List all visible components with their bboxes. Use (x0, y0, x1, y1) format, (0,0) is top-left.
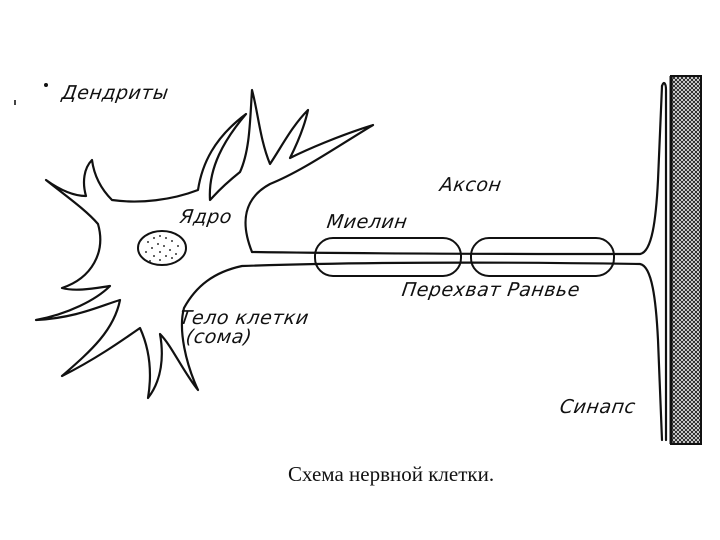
figure-caption: Схема нервной клетки. (288, 462, 495, 486)
nucleus-shape (137, 230, 187, 266)
speck-mark-left (14, 100, 16, 105)
axon-terminal (660, 81, 668, 442)
label-axon: Аксон (438, 174, 504, 196)
cell-body-outline (34, 88, 664, 442)
label-myelin: Миелин (325, 211, 409, 233)
synapse-membrane (670, 75, 702, 445)
label-nucleus: Ядро (178, 206, 234, 228)
myelin-sheath-2 (470, 237, 615, 277)
nucleus-dots (145, 235, 179, 262)
myelin-sheath-1 (314, 237, 462, 277)
label-node-of-ranvier: Перехват Ранвье (400, 279, 582, 301)
axon-upper-edge (250, 84, 664, 256)
label-dendrites: Дендриты (60, 82, 171, 104)
label-soma: (сома) (184, 326, 254, 348)
label-synapse: Синапс (558, 396, 638, 418)
speck-mark (44, 83, 48, 87)
